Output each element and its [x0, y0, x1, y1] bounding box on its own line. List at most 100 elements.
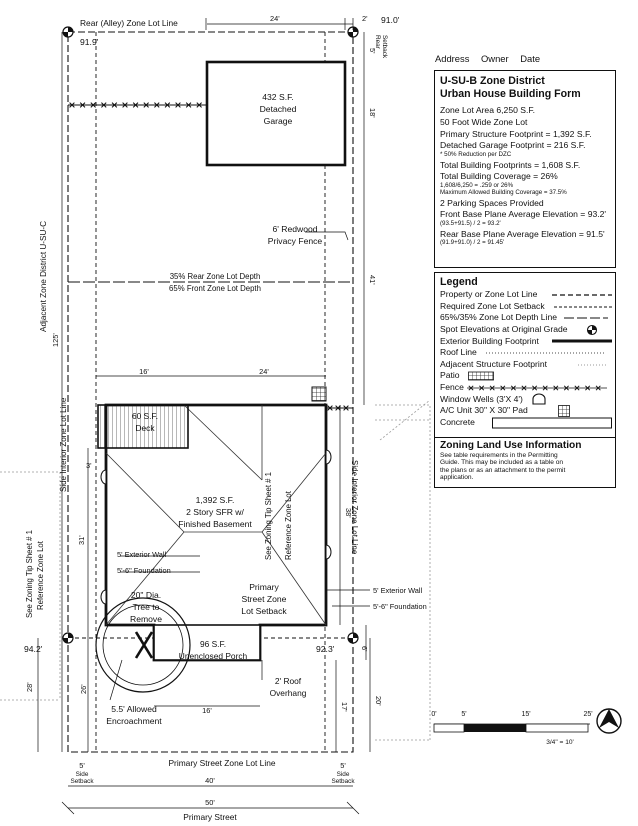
legend-item-label: Window Wells (3'X 4') [440, 393, 523, 404]
long-dash-line-icon [564, 312, 608, 324]
setback-label-2: Street Zone [242, 594, 287, 604]
fence-x-mark [122, 102, 128, 108]
detached-garage [205, 60, 347, 167]
fence-x-mark [185, 102, 192, 108]
land-use-title: Zoning Land Use Information [440, 440, 582, 451]
side-setback-right-2: Setback [331, 778, 355, 785]
foundation-left: 5'-6" Foundation [117, 566, 171, 575]
spot-elevations [62, 26, 359, 644]
tree-label-2: Tree to [133, 602, 160, 612]
fence-x-mark [175, 102, 181, 108]
dotted-line-icon [486, 347, 606, 359]
form-title-1: U-SU-B Zone District [440, 75, 545, 87]
setback-label-3: Lot Setback [241, 606, 287, 616]
land-use-line: See table requirements in the Permitting [440, 451, 558, 459]
fence-x-mark [69, 102, 75, 108]
fence-x-mark [335, 405, 341, 411]
dim-31: 31' [77, 535, 86, 545]
legend-item-label: Concrete [440, 416, 475, 427]
address-label: Address [435, 53, 470, 64]
dim-5-top: 5' [368, 48, 377, 54]
property-lot-line [67, 31, 354, 753]
rear-depth-label: 35% Rear Zone Lot Depth [170, 272, 261, 281]
form-item: Detached Garage Footprint = 216 S.F. [440, 140, 586, 151]
elev-942-label: 94.2' [24, 644, 43, 654]
side-interior-left-label: Side Interior Zone Lot Line [59, 397, 68, 492]
dim-28: 28' [25, 682, 34, 692]
owner-label: Owner [481, 53, 509, 64]
scale-tick-3: 25' [583, 711, 592, 718]
dash-line-icon [552, 289, 612, 301]
rear-setback-small-2: Setback [381, 35, 388, 59]
legend-item-label: Patio [440, 370, 460, 381]
x-line-icon [467, 382, 607, 394]
dim-17: 17' [340, 702, 349, 712]
land-use-body: See table requirements in the Permitting… [440, 452, 610, 482]
form-item: Total Building Coverage = 26% [440, 171, 558, 182]
window-well-icon [532, 393, 546, 406]
side-setback-left-2: Setback [70, 778, 94, 785]
setback-label-1: Primary [249, 582, 279, 592]
short-dash-line-icon [554, 301, 612, 313]
form-item: Zone Lot Area 6,250 S.F. [440, 105, 536, 116]
dim-2-top: 2' [362, 14, 368, 23]
fence-x-marks [69, 102, 349, 411]
legend-item: 65%/35% Zone Lot Depth Line [440, 312, 610, 324]
deck-area: 60 S.F. [132, 411, 158, 421]
legend-title: Legend [440, 276, 478, 288]
dim-16-bot: 16' [202, 706, 212, 715]
elev-919-label: 91.9' [80, 37, 99, 47]
legend-item: A/C Unit 30" X 30" Pad [440, 405, 610, 417]
date-label: Date [520, 53, 541, 64]
dim-24-mid: 24' [259, 367, 269, 376]
dim-18: 18' [368, 108, 377, 118]
legend-item: Fence [440, 382, 610, 394]
form-item-note: (91.9+91.0) / 2 = 91.45' [440, 239, 505, 247]
house-footprint [97, 403, 328, 662]
spot-elevation-icon [586, 324, 598, 336]
dim-5-right: 5' [340, 761, 346, 770]
grid-box-icon [468, 370, 494, 382]
fence-x-mark [143, 102, 149, 108]
roof-overhang-1: 2' Roof [275, 676, 302, 686]
side-setback-left-1: Side [76, 771, 89, 778]
dim-38: 38' [344, 508, 353, 518]
dim-24-top: 24' [270, 14, 280, 23]
scale-bar: 0' 5' 15' 25' 3/4" = 10' [431, 711, 592, 746]
legend-item-label: Adjacent Structure Footprint [440, 358, 547, 369]
dim-20: 20' [374, 696, 383, 706]
adjacent-district-label: Adjacent Zone District U-SU-C [39, 221, 48, 332]
legend-item: Property or Zone Lot Line [440, 289, 612, 301]
legend-item-label: Spot Elevations at Original Grade [440, 323, 568, 334]
ext-wall-left: 5' Exterior Wall [117, 550, 167, 559]
front-depth-label: 65% Front Zone Lot Depth [169, 284, 261, 293]
porch [153, 624, 261, 661]
porch-area: 96 S.F. [200, 639, 226, 649]
tip-sheet-left-2: Reference Zone Lot [36, 540, 45, 610]
ac-pad-icon [558, 405, 570, 417]
scale-tick-2: 15' [521, 711, 530, 718]
fence-x-mark [343, 405, 349, 411]
land-use-line: application. [440, 474, 474, 482]
legend-item: Window Wells (3'X 4') [440, 394, 610, 406]
scale-tick-0: 0' [431, 711, 436, 718]
encroach-label-2: Encroachment [106, 716, 162, 726]
form-items: Zone Lot Area 6,250 S.F.50 Foot Wide Zon… [440, 105, 610, 246]
legend-item-label: Roof Line [440, 347, 477, 358]
ac-pad [311, 386, 327, 402]
elev-910-label: 91.0' [381, 15, 400, 25]
fence-x-mark [132, 102, 139, 108]
tip-sheet-left-1: See Zoning Tip Sheet # 1 [25, 530, 34, 618]
rear-setback-small-1: Rear [374, 35, 381, 50]
legend-item: Required Zone Lot Setback [440, 300, 612, 313]
fence-label-2: Privacy Fence [268, 236, 323, 246]
encroach-label-1: 5.5' Allowed [111, 704, 157, 714]
house-label-1: 2 Story SFR w/ [186, 507, 244, 517]
legend-item-label: Required Zone Lot Setback [440, 300, 545, 311]
legend-item: Spot Elevations at Original Grade [440, 324, 610, 336]
dim-16-top: 16' [139, 367, 149, 376]
form-item: Total Building Footprints = 1,608 S.F. [440, 159, 581, 170]
north-arrow-icon [596, 708, 622, 734]
